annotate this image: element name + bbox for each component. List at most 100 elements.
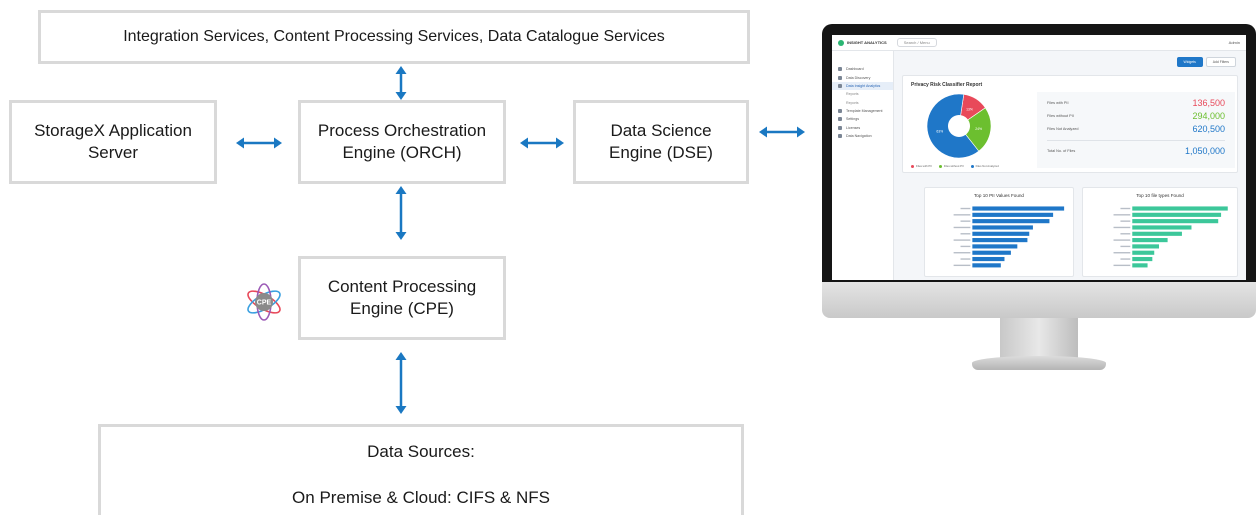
bar: [1132, 238, 1168, 243]
bar-category-label: [960, 220, 971, 222]
cpe-atom-icon: CPE: [247, 283, 281, 321]
pie-slice: [958, 107, 992, 152]
file-types-card: Top 10 file types Found: [1082, 187, 1238, 277]
bar: [972, 238, 1028, 243]
sidebar-item[interactable]: Data Discovery: [832, 73, 893, 81]
pii-bar-chart: [953, 206, 1065, 268]
pii-chart-title: Top 10 PII Values Found: [974, 193, 1024, 198]
pie-slice-label: 24%: [975, 127, 982, 131]
bar: [1132, 263, 1148, 268]
report-title: Privacy Risk Classifier Report: [911, 82, 983, 88]
pie-chart: 13% 24% 63%: [926, 93, 992, 159]
legend-label: Files without PII: [943, 164, 964, 168]
search-input[interactable]: Search / Menu: [896, 38, 937, 47]
arrow-dse-dashboard: [759, 126, 805, 138]
pie-slice-label: 63%: [936, 129, 943, 133]
bar: [1132, 219, 1219, 224]
pii-values-card: Top 10 PII Values Found: [924, 187, 1074, 277]
sidebar-item[interactable]: Licenses: [832, 124, 893, 132]
add-filters-button[interactable]: Add Filters: [1205, 57, 1236, 67]
dse-box: Data Science Engine (DSE): [573, 100, 749, 184]
legend-swatch: [938, 164, 942, 168]
brand-logo-icon: [838, 39, 844, 46]
legend-swatch: [911, 164, 914, 168]
user-menu[interactable]: Admin: [1228, 40, 1240, 45]
brand-name: INSIGHT ANALYTICS: [847, 40, 887, 45]
sidebar-item-label: Data Discovery: [846, 75, 871, 80]
sidebar-item[interactable]: Template Management: [832, 107, 893, 115]
bar: [972, 256, 1005, 262]
bar-category-label: [1113, 264, 1131, 267]
stat-value: 620,500: [1192, 124, 1225, 134]
legend-item: Files with PII: [911, 164, 932, 168]
bar: [972, 244, 1018, 249]
bar-category-label: [1120, 258, 1131, 260]
legend-item: Files Not Analyzed: [970, 164, 999, 168]
stat-label: Files Not Analyzed: [1047, 127, 1079, 131]
data-sources-title: Data Sources:: [367, 442, 475, 461]
bar-category-label: [960, 207, 971, 210]
arrow-cpe-sources: [395, 352, 407, 414]
app-server-box: StorageX Application Server: [9, 100, 217, 184]
stat-value: 294,000: [1192, 111, 1225, 121]
bar: [972, 212, 1054, 217]
sidebar-item-icon: [838, 125, 842, 130]
stat-row: Files Not Analyzed 620,500: [1047, 124, 1225, 134]
sidebar-item[interactable]: Dashboard: [832, 65, 893, 73]
bar: [1132, 206, 1228, 211]
sidebar-item-icon: [838, 134, 842, 139]
bar-category-label: [960, 245, 971, 248]
orch-box: Process Orchestration Engine (ORCH): [298, 100, 506, 184]
bar: [972, 206, 1065, 211]
legend-item: Files without PII: [938, 164, 964, 168]
sidebar-item[interactable]: Data Navigation: [832, 132, 893, 140]
bar-category-label: [953, 214, 971, 216]
bar: [1132, 225, 1192, 230]
stat-label: Total No. of Files: [1047, 149, 1076, 153]
bar-category-label: [953, 239, 971, 241]
legend-swatch: [970, 164, 974, 168]
file-types-bar-chart: [1113, 206, 1228, 268]
sidebar-item[interactable]: Data Insight Analytics: [832, 81, 893, 91]
services-label: Integration Services, Content Processing…: [123, 27, 665, 45]
cpe-logo-text: CPE: [257, 300, 272, 307]
bar-category-label: [953, 264, 971, 267]
widgets-button[interactable]: Widgets: [1176, 57, 1203, 67]
sidebar-item-label: Template Management: [846, 109, 883, 114]
sidebar-item[interactable]: Reports: [832, 90, 893, 98]
sidebar-item-icon: [838, 67, 842, 72]
orch-label: Process Orchestration Engine (ORCH): [317, 121, 487, 162]
legend-label: Files Not Analyzed: [975, 164, 999, 168]
app-server-label: StorageX Application Server: [34, 121, 192, 162]
bar: [1132, 212, 1222, 217]
stats-divider: [1047, 140, 1225, 141]
arrow-orch-cpe: [395, 186, 407, 240]
bar-category-label: [960, 258, 971, 260]
bar-category-label: [1113, 239, 1131, 241]
services-box: Integration Services, Content Processing…: [38, 10, 750, 64]
sidebar-item[interactable]: Settings: [832, 115, 893, 123]
bar-category-label: [1113, 252, 1131, 254]
sidebar-item-icon: [838, 117, 842, 122]
bar-category-label: [1120, 233, 1131, 235]
dashboard-screen: INSIGHT ANALYTICS Search / Menu Admin Da…: [832, 35, 1246, 280]
bar: [1132, 250, 1155, 255]
data-sources-box: Data Sources: On Premise & Cloud: CIFS &…: [98, 424, 744, 515]
stat-label: Files with PII: [1047, 101, 1069, 105]
bar-category-label: [953, 252, 971, 254]
bar-category-label: [960, 233, 971, 235]
privacy-report-card: Privacy Risk Classifier Report 13% 24% 63%…: [902, 75, 1238, 173]
dse-label: Data Science Engine (DSE): [609, 121, 713, 162]
arrow-orch-dse: [520, 137, 564, 149]
sidebar-item-icon: [838, 83, 842, 88]
pie-slice-label: 13%: [966, 107, 973, 111]
sidebar-item[interactable]: Reports: [832, 99, 893, 107]
bar-category-label: [1113, 214, 1131, 216]
bar-category-label: [1120, 245, 1131, 248]
bar-category-label: [1120, 207, 1131, 210]
pie-center: [948, 115, 970, 137]
